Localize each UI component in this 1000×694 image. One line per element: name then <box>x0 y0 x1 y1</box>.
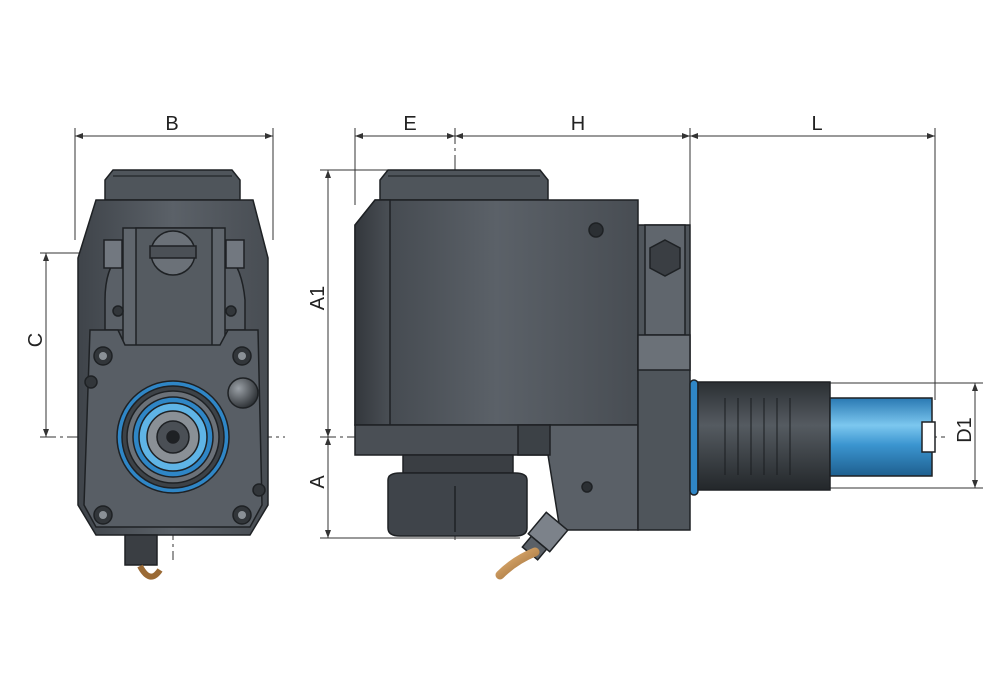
side-view <box>354 169 936 580</box>
dim-label-h: H <box>571 113 585 135</box>
front-view <box>77 169 269 580</box>
dim-label-d1: D1 <box>954 417 976 443</box>
dim-label-a: A <box>307 475 329 489</box>
dim-label-l: L <box>811 113 822 135</box>
dimension-arrows <box>43 133 978 538</box>
dim-label-a1: A1 <box>307 286 329 310</box>
dim-label-c: C <box>25 333 47 347</box>
dim-label-b: B <box>165 113 178 135</box>
dim-label-e: E <box>403 113 416 135</box>
